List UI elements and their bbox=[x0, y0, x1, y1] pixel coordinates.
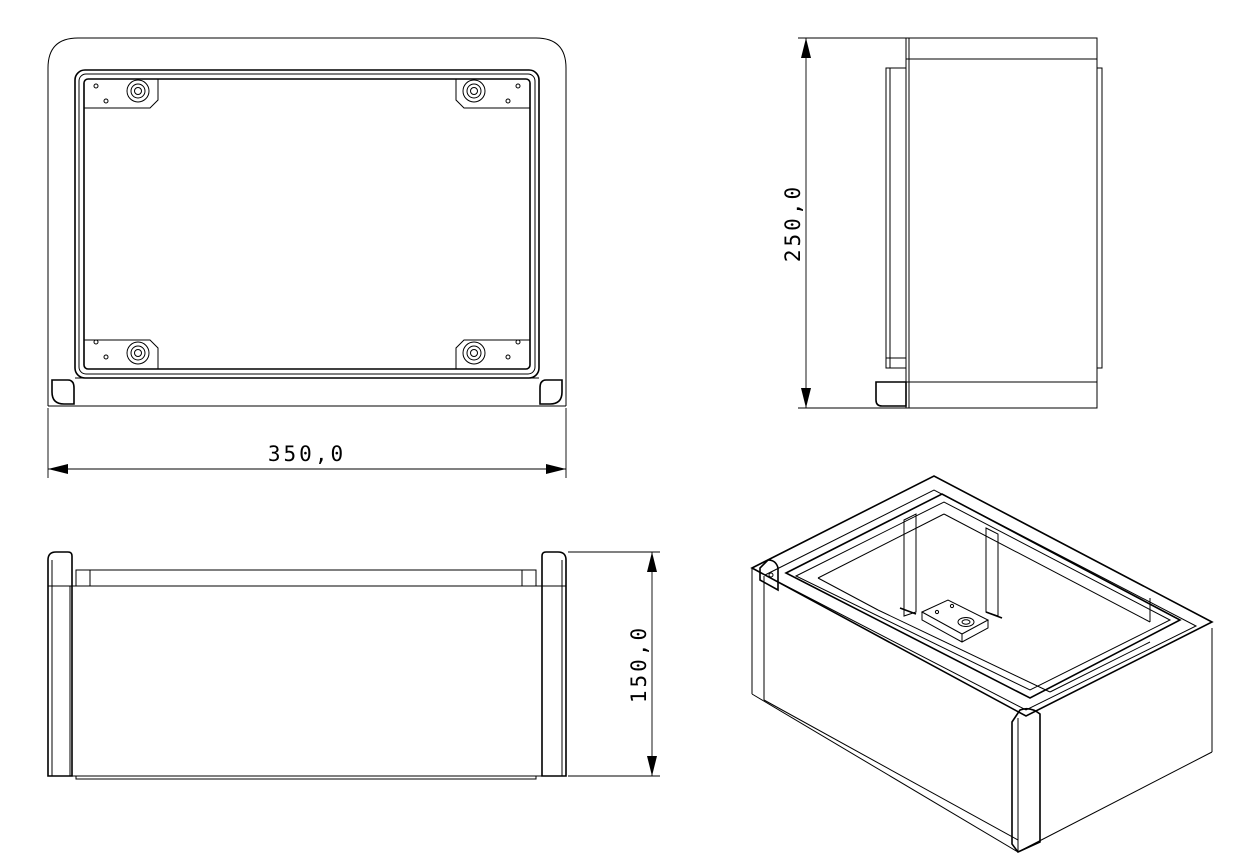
iso-bottom-edge-right bbox=[1017, 751, 1213, 853]
screw-boss-top-right bbox=[462, 79, 486, 103]
width-dimension: 350,0 bbox=[47, 408, 567, 478]
iso-outer-rim bbox=[750, 475, 1214, 717]
depth-dimension-label: 150,0 bbox=[627, 625, 651, 703]
front-view-outer-outline bbox=[47, 37, 567, 390]
side-view-back-rib bbox=[1096, 67, 1103, 369]
isometric-view bbox=[750, 475, 1214, 853]
iso-bottom-edge-left bbox=[751, 693, 1019, 853]
depth-arrow-top bbox=[647, 552, 657, 572]
height-dimension: 250,0 bbox=[781, 37, 906, 409]
iso-boss-top bbox=[920, 599, 990, 635]
boss-plate-bottom-right bbox=[455, 339, 530, 369]
boss-plate-bottom-left bbox=[84, 339, 159, 369]
boss-plate-top-right bbox=[455, 79, 530, 109]
iso-boss-hole bbox=[957, 617, 975, 627]
foot-right bbox=[539, 379, 563, 405]
side-view-body bbox=[905, 37, 1098, 409]
iso-tab bbox=[759, 559, 779, 592]
side-view bbox=[875, 37, 1103, 409]
height-dimension-label: 250,0 bbox=[781, 184, 805, 262]
top-view bbox=[47, 551, 567, 780]
iso-inner-rim bbox=[784, 493, 1182, 699]
depth-dimension: 150,0 bbox=[568, 551, 660, 777]
front-view-flange bbox=[74, 69, 540, 379]
side-view-lid-flange bbox=[885, 67, 907, 369]
end-cap-left bbox=[47, 551, 73, 777]
iso-tab-hole bbox=[768, 572, 774, 578]
screw-boss-bottom-left bbox=[126, 341, 150, 365]
front-view-opening bbox=[83, 78, 531, 370]
iso-corner-cap bbox=[1011, 707, 1041, 853]
depth-arrow-bottom bbox=[647, 756, 657, 776]
width-arrow-right bbox=[546, 464, 566, 474]
top-view-body bbox=[69, 585, 543, 777]
iso-rib-left bbox=[903, 513, 917, 617]
screw-boss-bottom-right bbox=[462, 341, 486, 365]
side-view-foot bbox=[875, 381, 907, 407]
mounting-holes bbox=[93, 83, 521, 360]
width-dimension-label: 350,0 bbox=[268, 442, 346, 466]
end-cap-right bbox=[541, 551, 567, 777]
height-arrow-top bbox=[801, 38, 811, 58]
boss-plate-top-left bbox=[84, 79, 159, 109]
foot-left bbox=[51, 379, 75, 405]
height-arrow-bottom bbox=[801, 388, 811, 408]
screw-boss-top-left bbox=[126, 79, 150, 103]
width-arrow-left bbox=[48, 464, 68, 474]
front-view bbox=[47, 37, 567, 407]
top-view-lid-flange bbox=[75, 569, 537, 587]
